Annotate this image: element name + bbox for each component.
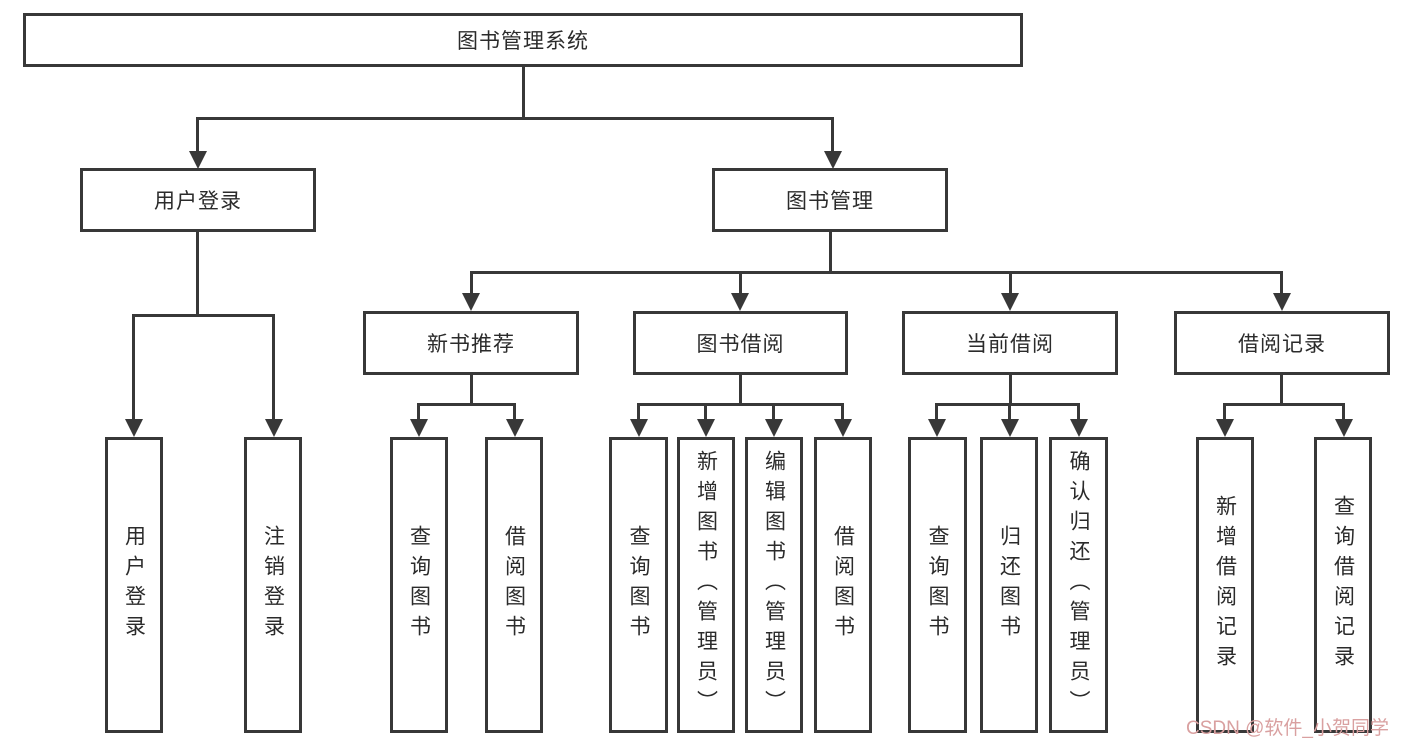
arrow-down-icon bbox=[265, 419, 283, 437]
leaf-query-book-current-label: 查询图书 bbox=[926, 525, 949, 645]
connector-book-management-stub bbox=[829, 232, 832, 274]
connector-stub bbox=[739, 375, 742, 405]
connector-book-management-hline bbox=[470, 271, 1283, 274]
leaf-borrow-book-borrow-label: 借阅图书 bbox=[831, 525, 855, 645]
connector-user-login-shaft bbox=[196, 117, 199, 153]
connector-shaft bbox=[1077, 403, 1080, 420]
arrow-down-icon bbox=[1001, 293, 1019, 311]
arrow-down-icon bbox=[824, 151, 842, 169]
arrow-down-icon bbox=[765, 419, 783, 437]
leaf-query-book-current: 查询图书 bbox=[908, 437, 967, 733]
node-user-login-label: 用户登录 bbox=[154, 190, 242, 213]
arrow-down-icon bbox=[1070, 419, 1088, 437]
connector-shaft bbox=[739, 271, 742, 295]
leaf-logout-login: 注销登录 bbox=[244, 437, 302, 733]
leaf-return-book-label: 归还图书 bbox=[997, 525, 1021, 645]
connector-shaft bbox=[704, 403, 707, 420]
leaf-logout-login-label: 注销登录 bbox=[261, 525, 285, 645]
arrow-down-icon bbox=[125, 419, 143, 437]
connector-hline bbox=[935, 403, 1080, 406]
arrow-down-icon bbox=[731, 293, 749, 311]
leaf-add-book-admin: 新增图书（管理员） bbox=[677, 437, 735, 733]
node-book-borrow-label: 图书借阅 bbox=[696, 333, 785, 356]
arrow-down-icon bbox=[462, 293, 480, 311]
arrow-down-icon bbox=[189, 151, 207, 169]
node-book-borrow: 图书借阅 bbox=[633, 311, 848, 375]
leaf-query-book-recommend-label: 查询图书 bbox=[407, 525, 431, 645]
connector-shaft bbox=[132, 314, 135, 420]
connector-shaft bbox=[272, 314, 275, 420]
arrow-down-icon bbox=[506, 419, 524, 437]
connector-book-management-shaft bbox=[831, 117, 834, 153]
node-current-borrow-label: 当前借阅 bbox=[966, 333, 1054, 356]
csdn-watermark: CSDN @软件_小贺同学 bbox=[1186, 718, 1389, 739]
arrow-down-icon bbox=[1273, 293, 1291, 311]
connector-shaft bbox=[772, 403, 775, 420]
leaf-query-borrow-record-label: 查询借阅记录 bbox=[1331, 495, 1355, 675]
node-root-label: 图书管理系统 bbox=[457, 30, 589, 53]
connector-root-hline bbox=[196, 117, 834, 120]
node-user-login: 用户登录 bbox=[80, 168, 316, 232]
connector-shaft bbox=[1342, 403, 1345, 420]
leaf-borrow-book-recommend: 借阅图书 bbox=[485, 437, 543, 733]
leaf-query-borrow-record: 查询借阅记录 bbox=[1314, 437, 1372, 733]
node-book-management-label: 图书管理 bbox=[786, 190, 874, 213]
connector-shaft bbox=[1009, 271, 1012, 295]
arrow-down-icon bbox=[1335, 419, 1353, 437]
leaf-return-book: 归还图书 bbox=[980, 437, 1038, 733]
connector-shaft bbox=[935, 403, 938, 420]
node-new-book-recommend: 新书推荐 bbox=[363, 311, 579, 375]
leaf-add-book-admin-label: 新增图书（管理员） bbox=[694, 450, 718, 720]
connector-shaft bbox=[513, 403, 516, 420]
connector-shaft bbox=[1280, 271, 1283, 295]
leaf-borrow-book-recommend-label: 借阅图书 bbox=[502, 525, 526, 645]
connector-shaft bbox=[470, 271, 473, 295]
arrow-down-icon bbox=[697, 419, 715, 437]
connector-shaft bbox=[1008, 403, 1011, 420]
connector-shaft bbox=[637, 403, 640, 420]
node-borrow-records: 借阅记录 bbox=[1174, 311, 1390, 375]
connector-stub bbox=[470, 375, 473, 405]
node-new-book-recommend-label: 新书推荐 bbox=[427, 333, 515, 356]
leaf-add-borrow-record: 新增借阅记录 bbox=[1196, 437, 1254, 733]
connector-hline bbox=[417, 403, 516, 406]
leaf-user-login: 用户登录 bbox=[105, 437, 163, 733]
connector-shaft bbox=[841, 403, 844, 420]
leaf-add-borrow-record-label: 新增借阅记录 bbox=[1213, 495, 1237, 675]
arrow-down-icon bbox=[834, 419, 852, 437]
connector-shaft bbox=[417, 403, 420, 420]
node-borrow-records-label: 借阅记录 bbox=[1238, 333, 1326, 356]
connector-shaft bbox=[1223, 403, 1226, 420]
node-current-borrow: 当前借阅 bbox=[902, 311, 1118, 375]
arrow-down-icon bbox=[928, 419, 946, 437]
connector-root-stub bbox=[522, 67, 525, 119]
arrow-down-icon bbox=[1216, 419, 1234, 437]
leaf-query-book-borrow-label: 查询图书 bbox=[627, 525, 650, 645]
connector-stub bbox=[1009, 375, 1012, 405]
arrow-down-icon bbox=[1001, 419, 1019, 437]
leaf-query-book-borrow: 查询图书 bbox=[609, 437, 668, 733]
connector-stub bbox=[1280, 375, 1283, 405]
arrow-down-icon bbox=[410, 419, 428, 437]
connector-user-login-hline bbox=[132, 314, 275, 317]
connector-hline bbox=[1223, 403, 1345, 406]
node-book-management: 图书管理 bbox=[712, 168, 948, 232]
leaf-confirm-return-admin: 确认归还（管理员） bbox=[1049, 437, 1108, 733]
node-root: 图书管理系统 bbox=[23, 13, 1023, 67]
leaf-edit-book-admin: 编辑图书（管理员） bbox=[745, 437, 803, 733]
leaf-confirm-return-admin-label: 确认归还（管理员） bbox=[1067, 450, 1090, 720]
leaf-edit-book-admin-label: 编辑图书（管理员） bbox=[762, 450, 786, 720]
leaf-borrow-book-borrow: 借阅图书 bbox=[814, 437, 872, 733]
leaf-query-book-recommend: 查询图书 bbox=[390, 437, 448, 733]
arrow-down-icon bbox=[630, 419, 648, 437]
leaf-user-login-label: 用户登录 bbox=[122, 525, 146, 645]
connector-hline bbox=[637, 403, 844, 406]
connector-user-login-stub bbox=[196, 232, 199, 317]
